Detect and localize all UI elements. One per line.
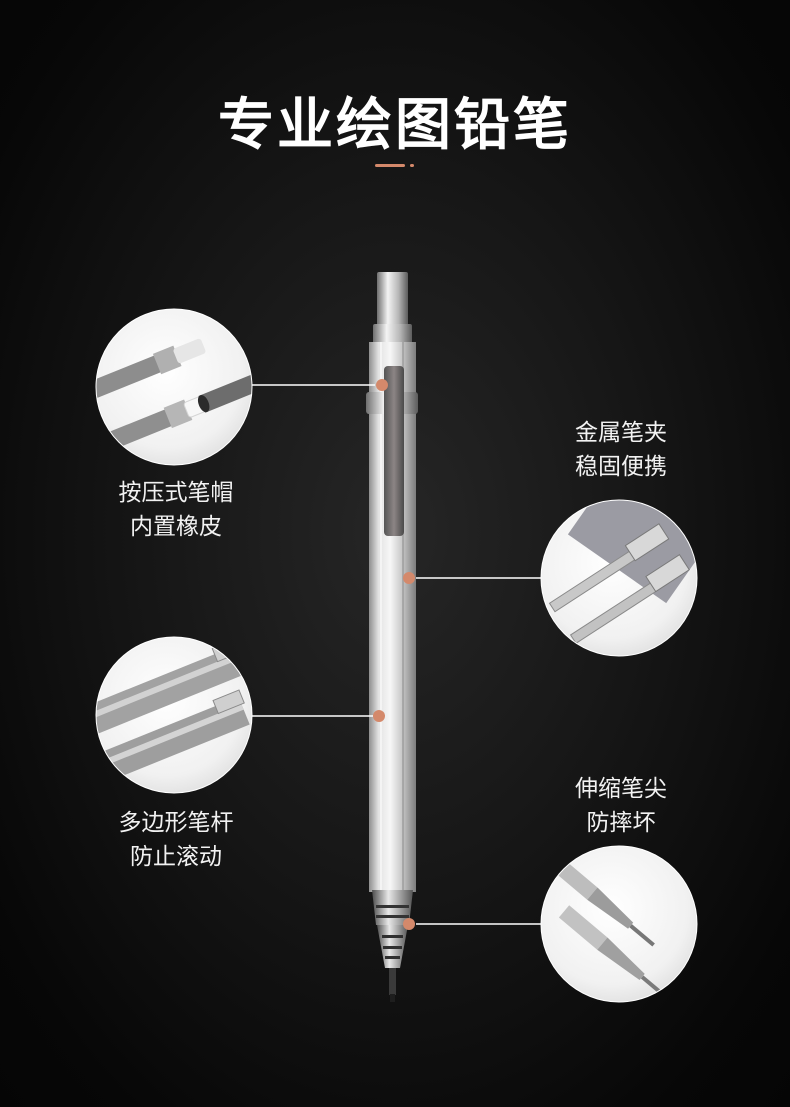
- marker-dot-tip: [403, 918, 415, 930]
- feature-eraser-line2: 内置橡皮: [130, 514, 222, 540]
- page-title: 专业绘图铅笔: [218, 93, 572, 158]
- title-underline: [375, 164, 405, 167]
- title-underline-dot: [410, 164, 414, 167]
- detail-circle-body: [95, 636, 253, 794]
- pencil-cap-ring: [373, 324, 412, 344]
- feature-eraser-line1: 按压式笔帽: [118, 480, 234, 506]
- pencil-eraser-cap: [377, 272, 408, 326]
- detail-circle-tip: [540, 845, 698, 1003]
- pencil-lead-tube: [389, 968, 396, 995]
- feature-clip-line2: 稳固便携: [575, 454, 667, 480]
- feature-body-line1: 多边形笔杆: [118, 810, 234, 836]
- marker-dot-body: [373, 710, 385, 722]
- feature-eraser-caption: 按压式笔帽 内置橡皮: [66, 476, 286, 544]
- feature-tip-caption: 伸缩笔尖 防摔坏: [511, 772, 731, 840]
- feature-clip-caption: 金属笔夹 稳固便携: [511, 416, 731, 484]
- marker-dot-clip: [403, 572, 415, 584]
- feature-tip-line1: 伸缩笔尖: [575, 776, 667, 802]
- feature-body-line2: 防止滚动: [130, 844, 222, 870]
- pencil: [366, 272, 418, 1002]
- feature-tip-line2: 防摔坏: [586, 810, 656, 836]
- feature-clip-line1: 金属笔夹: [575, 420, 667, 446]
- pencil-lead: [390, 994, 395, 1002]
- detail-circle-eraser: [95, 308, 253, 466]
- marker-dot-eraser: [376, 379, 388, 391]
- feature-body-caption: 多边形笔杆 防止滚动: [66, 806, 286, 874]
- detail-circle-clip: [540, 499, 698, 657]
- pencil-clip: [384, 366, 404, 536]
